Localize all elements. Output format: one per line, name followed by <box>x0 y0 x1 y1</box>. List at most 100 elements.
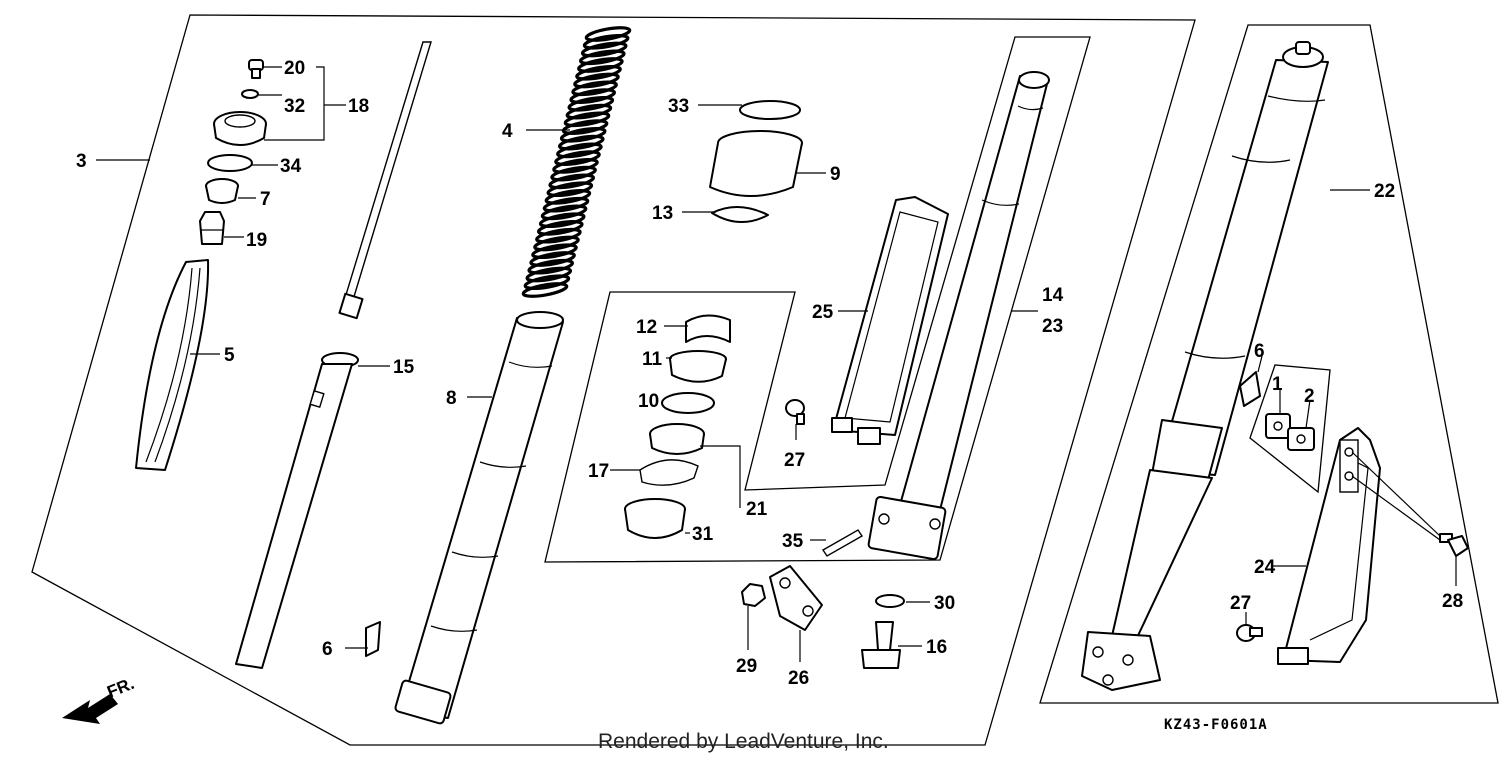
washer-32 <box>241 89 259 99</box>
callout-33: 33 <box>668 96 689 117</box>
callout-27-left: 27 <box>784 450 805 471</box>
nut-19 <box>199 211 225 245</box>
spring-coil <box>567 95 615 112</box>
stopper-ring-17 <box>639 459 699 486</box>
fork-bolt-cap <box>213 111 267 146</box>
callout-13: 13 <box>652 203 673 224</box>
leader-lines <box>96 66 1457 662</box>
bolt-20 <box>248 59 264 79</box>
callout-5: 5 <box>224 345 235 366</box>
washer-30 <box>875 594 905 608</box>
callout-22: 22 <box>1374 181 1395 202</box>
outer-fork-frame <box>1039 24 1499 704</box>
spring-coil <box>535 227 582 244</box>
axle-holder-26 <box>769 565 823 631</box>
spring-coil <box>538 212 586 229</box>
fork-assembly-frame <box>31 14 1196 746</box>
spring-coil <box>565 103 613 120</box>
bolt-27-left <box>785 399 805 425</box>
spring-coil <box>580 41 628 58</box>
nut-29 <box>741 583 766 607</box>
washer-10 <box>661 392 715 414</box>
callout-35: 35 <box>782 531 804 552</box>
spring-coil <box>575 64 622 81</box>
ring-33 <box>739 100 801 120</box>
clamp-sub-frame <box>1249 364 1331 494</box>
outer-tube-8 <box>394 311 564 725</box>
spring-coil <box>556 142 603 159</box>
callout-20: 20 <box>284 58 305 79</box>
diagram-code: KZ43-F0601A <box>1164 717 1268 733</box>
dust-seal-31 <box>624 498 686 539</box>
spring-coil <box>525 266 573 283</box>
outer-fork-22 <box>1081 41 1329 691</box>
callout-2: 2 <box>1304 386 1315 407</box>
spring-coil <box>559 126 607 143</box>
bolt-27-right <box>1236 624 1263 642</box>
spring-coil <box>569 88 616 104</box>
spring-coil <box>544 189 592 205</box>
callout-21: 21 <box>746 499 768 520</box>
spring-coil <box>523 274 571 291</box>
callout-24: 24 <box>1254 557 1276 578</box>
spring-coil <box>550 165 597 182</box>
callout-3: 3 <box>76 151 87 172</box>
bolt-28 <box>1439 533 1469 557</box>
fork-spring <box>521 26 632 298</box>
callout-15: 15 <box>393 357 415 378</box>
slide-bushing-11 <box>669 350 727 383</box>
spring-coil <box>531 243 578 260</box>
callout-19: 19 <box>246 230 267 251</box>
oil-seal-21 <box>649 423 705 455</box>
callout-34: 34 <box>280 156 302 177</box>
spring-coil <box>533 235 580 252</box>
callout-12: 12 <box>636 317 657 338</box>
damper-rod <box>235 41 432 669</box>
spring-coil <box>552 158 599 174</box>
callout-32: 32 <box>284 96 305 117</box>
spring-coil <box>582 33 630 50</box>
callout-18: 18 <box>348 96 369 117</box>
callout-26: 26 <box>788 668 809 689</box>
spring-coil <box>584 26 632 42</box>
callout-8: 8 <box>446 388 457 409</box>
spring-coil <box>546 181 594 198</box>
callouts: 3 20 32 18 34 7 19 5 15 6 4 8 33 9 13 12… <box>76 58 1463 689</box>
o-ring-34 <box>207 154 253 172</box>
clip-13 <box>711 206 769 223</box>
spring-coil <box>548 173 595 190</box>
callout-28: 28 <box>1442 591 1463 612</box>
callout-25: 25 <box>812 302 834 323</box>
pin-35 <box>822 529 863 557</box>
bolt-16 <box>861 621 901 669</box>
clamp-1 <box>1265 413 1291 439</box>
callout-30: 30 <box>934 593 955 614</box>
slide-bushing-12 <box>685 314 731 343</box>
spring-coil <box>563 111 611 128</box>
spring-coil <box>542 196 590 213</box>
callout-17: 17 <box>588 461 609 482</box>
callout-6-left: 6 <box>322 639 333 660</box>
spring-coil <box>554 150 601 166</box>
spring-coil <box>537 220 584 236</box>
front-direction-arrow: FR. <box>62 674 137 724</box>
spring-coil <box>573 72 620 89</box>
spring-coil <box>571 80 618 97</box>
render-credit: Rendered by LeadVenture, Inc. <box>598 730 889 753</box>
callout-29: 29 <box>736 656 757 677</box>
bushing-9 <box>709 130 803 197</box>
callout-11: 11 <box>642 349 663 370</box>
callout-9: 9 <box>830 164 841 185</box>
callout-4: 4 <box>502 121 513 142</box>
spring-coil <box>529 251 576 267</box>
fork-guard-25 <box>831 196 949 445</box>
spring-coil <box>561 119 609 135</box>
spring-coil <box>527 258 574 275</box>
callout-31: 31 <box>692 524 714 545</box>
spring-coil <box>579 49 626 66</box>
clamp-2 <box>1287 427 1315 451</box>
inner-tube-14 <box>867 71 1050 561</box>
clip-6-right <box>1239 371 1261 407</box>
callout-7: 7 <box>260 189 271 210</box>
